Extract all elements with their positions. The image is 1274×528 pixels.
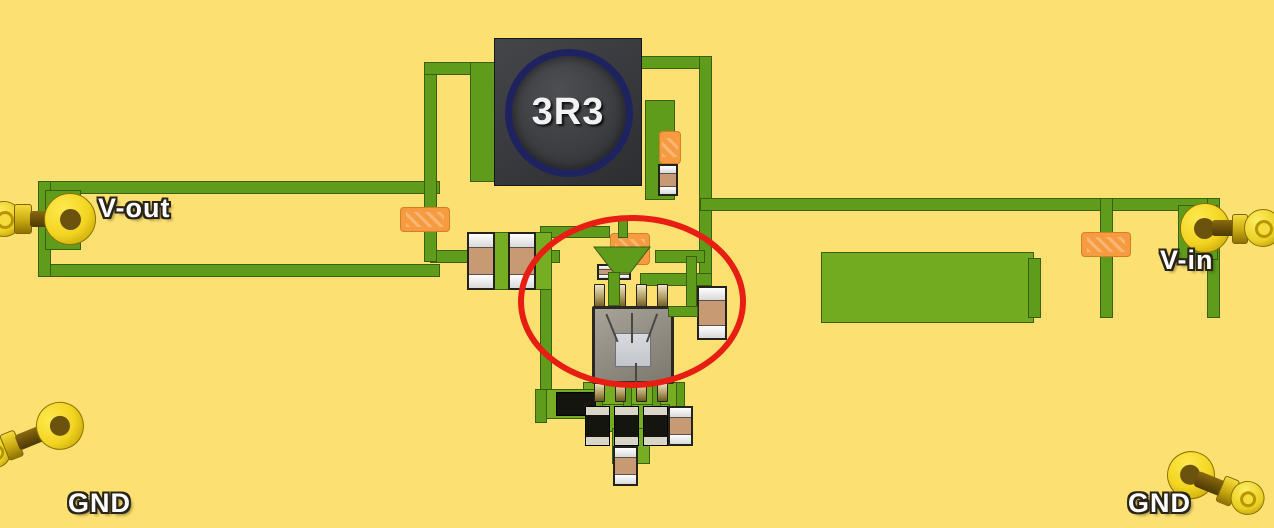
capacitor-inductor-side — [658, 164, 678, 196]
trace-vin-bus — [700, 198, 1220, 211]
inductor-marking: 3R3 — [531, 90, 605, 133]
ic-boot-connection — [592, 246, 652, 274]
chip-capacitor-6 — [613, 446, 638, 486]
vin-jack-cap — [1244, 209, 1274, 247]
ic-pin-bot-4 — [657, 382, 668, 402]
ic-pin-bot-2 — [615, 382, 626, 402]
trace-ic-left-pour-2 — [535, 389, 547, 423]
capacitor-cout-2 — [508, 232, 536, 290]
trace-boot-up — [618, 216, 628, 238]
ic-bondwire-1 — [605, 313, 619, 343]
ic-pin-bot-3 — [636, 382, 647, 402]
trace-ic-right-stub — [655, 250, 705, 263]
trace-sw-node-vertical — [424, 62, 437, 262]
capacitor-cin — [697, 286, 727, 340]
orange-pad-vin — [1081, 232, 1131, 257]
label-vin: V-in — [1160, 245, 1214, 275]
chip-resistor-2 — [585, 406, 610, 446]
ic-pin-top-1 — [594, 284, 605, 308]
label-gnd-right: GND — [1128, 488, 1191, 518]
vout-jack-hole — [60, 209, 81, 230]
trace-ic-right-conn-h — [668, 306, 698, 317]
trace-pour-connect — [1028, 258, 1041, 318]
test-point-vin[interactable] — [1180, 203, 1274, 255]
ic-pin-top-3 — [636, 284, 647, 308]
ic-bondwire-2 — [631, 313, 633, 343]
capacitor-cout-1 — [467, 232, 495, 290]
chip-resistor-4 — [643, 406, 668, 446]
label-gnd-left: GND — [68, 488, 131, 518]
ic-bondwire-3 — [645, 313, 659, 343]
trace-boot-down — [608, 272, 620, 306]
ic-bondwire-4 — [635, 363, 637, 385]
trace-inductor-right-bot — [640, 273, 712, 286]
copper-pour-ground — [821, 252, 1034, 323]
inductor-coil-ring — [505, 49, 633, 177]
test-point-vout[interactable] — [0, 193, 96, 245]
chip-capacitor-5 — [668, 406, 693, 446]
test-point-gnd-left[interactable] — [0, 389, 100, 482]
ic-pin-bot-1 — [594, 382, 605, 402]
ic-body — [592, 306, 674, 385]
ic-pin-top-4 — [657, 284, 668, 308]
power-inductor: 3R3 — [494, 38, 642, 186]
orange-pad-inductor-side — [659, 131, 681, 164]
label-vout: V-out — [98, 193, 171, 223]
switching-regulator-ic — [592, 284, 674, 402]
vin-jack-hole — [1194, 218, 1215, 239]
orange-pad-vout — [400, 207, 450, 232]
trace-vout-loop-bottom — [38, 264, 440, 277]
trace-vin-branch-vert — [1100, 198, 1113, 318]
chip-resistor-3 — [614, 406, 639, 446]
